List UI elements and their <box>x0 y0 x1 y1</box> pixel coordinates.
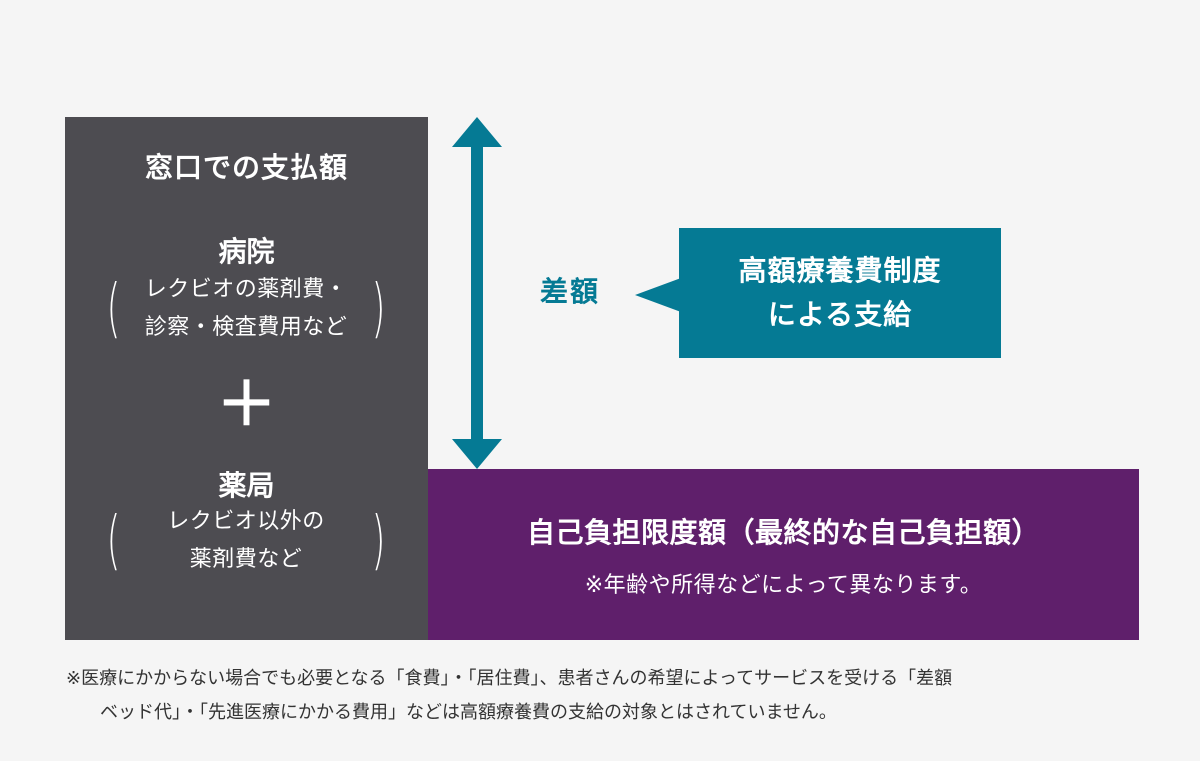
plus-sign: ＋ <box>216 370 277 440</box>
footnote: ※医療にかからない場合でも必要となる「食費」・「居住費」、患者さんの希望によって… <box>66 662 1146 730</box>
hospital-details: ( レクビオの薬剤費・ 診察・検査費用など ) <box>101 271 391 347</box>
footnote-line2: ベッド代」・「先進医療にかかる費用」などは高額療養費の支給の対象とはされていませ… <box>100 702 837 723</box>
self-pay-limit-box: 自己負担限度額（最終的な自己負担額） ※年齢や所得などによって異なります。 <box>428 469 1139 640</box>
left-paren: ( <box>106 272 121 346</box>
pharmacy-title: 薬局 <box>218 469 275 502</box>
right-paren: ) <box>371 504 386 578</box>
window-payment-box: 窓口での支払額 病院 ( レクビオの薬剤費・ 診察・検査費用など ) ＋ 薬局 … <box>65 117 428 640</box>
right-paren: ) <box>371 272 386 346</box>
pharmacy-details-line1: レクビオ以外の <box>167 509 325 534</box>
hospital-details-line2: 診察・検査費用など <box>144 315 348 340</box>
pharmacy-details: ( レクビオ以外の 薬剤費など ) <box>101 503 391 579</box>
callout-pointer-icon <box>635 278 681 312</box>
hospital-title: 病院 <box>218 235 275 268</box>
footnote-line1: ※医療にかからない場合でも必要となる「食費」・「居住費」、患者さんの希望によって… <box>66 668 953 689</box>
pharmacy-details-text: レクビオ以外の 薬剤費など <box>126 503 366 579</box>
difference-label: 差額 <box>540 275 601 308</box>
callout-line2: による支給 <box>767 298 913 331</box>
hospital-details-line1: レクビオの薬剤費・ <box>144 277 348 302</box>
window-payment-title: 窓口での支払額 <box>144 151 348 184</box>
self-pay-limit-title: 自己負担限度額（最終的な自己負担額） <box>526 516 1040 549</box>
pharmacy-details-line2: 薬剤費など <box>189 547 303 572</box>
high-cost-benefit-callout: 高額療養費制度 による支給 <box>679 228 1001 358</box>
self-pay-limit-note: ※年齢や所得などによって異なります。 <box>584 573 983 598</box>
double-arrow-icon <box>452 117 502 469</box>
left-paren: ( <box>106 504 121 578</box>
hospital-details-text: レクビオの薬剤費・ 診察・検査費用など <box>126 271 366 347</box>
callout-line1: 高額療養費制度 <box>738 254 942 287</box>
